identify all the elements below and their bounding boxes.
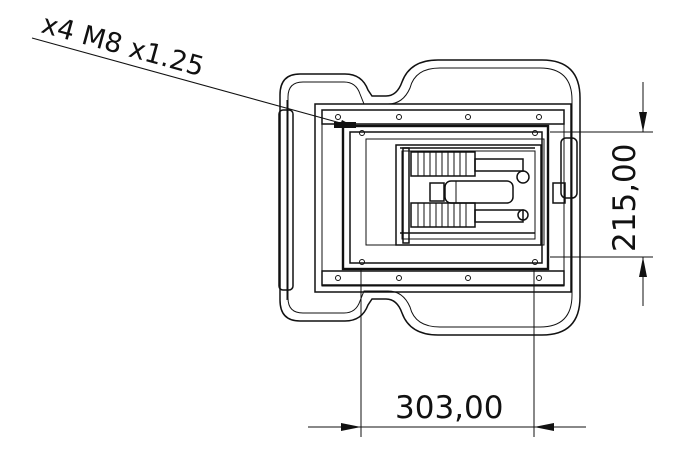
dim-vertical-text: 215,00 <box>607 144 643 252</box>
shaft-upper <box>474 158 524 172</box>
bolt-holes <box>335 114 542 281</box>
callout-leader <box>31 37 356 128</box>
hdim-arrow-right <box>534 423 554 431</box>
mechanism-box <box>395 144 542 246</box>
shaft-lower <box>474 209 524 223</box>
frame-window <box>365 138 545 246</box>
callout-text: x4 M8 x1.25 <box>38 9 207 83</box>
dim-horizontal-text: 303,00 <box>395 390 503 426</box>
frame-outer <box>341 124 550 271</box>
spring-lower <box>410 202 476 228</box>
outer-body-outline <box>279 59 581 336</box>
rod-block <box>429 182 445 202</box>
central-cylinder <box>444 180 514 204</box>
hdim-arrow-left <box>341 423 361 431</box>
spring-upper <box>410 151 476 177</box>
left-cap <box>278 109 294 291</box>
inner-body-outline <box>287 67 573 328</box>
vdim-arrow-top <box>639 112 647 132</box>
mounting-plate-inner <box>321 109 565 287</box>
callout-target <box>334 122 356 128</box>
left-bar <box>402 147 410 244</box>
frame-inner <box>349 131 543 264</box>
shaft-lower-end <box>517 209 529 221</box>
vdim-arrow-bottom <box>639 257 647 277</box>
right-handle-base <box>552 182 566 204</box>
right-handle <box>560 137 578 199</box>
top-rail <box>321 109 565 125</box>
mechanism-box-inner <box>401 150 536 240</box>
bottom-rail <box>321 270 565 286</box>
shaft-upper-end <box>516 170 530 184</box>
